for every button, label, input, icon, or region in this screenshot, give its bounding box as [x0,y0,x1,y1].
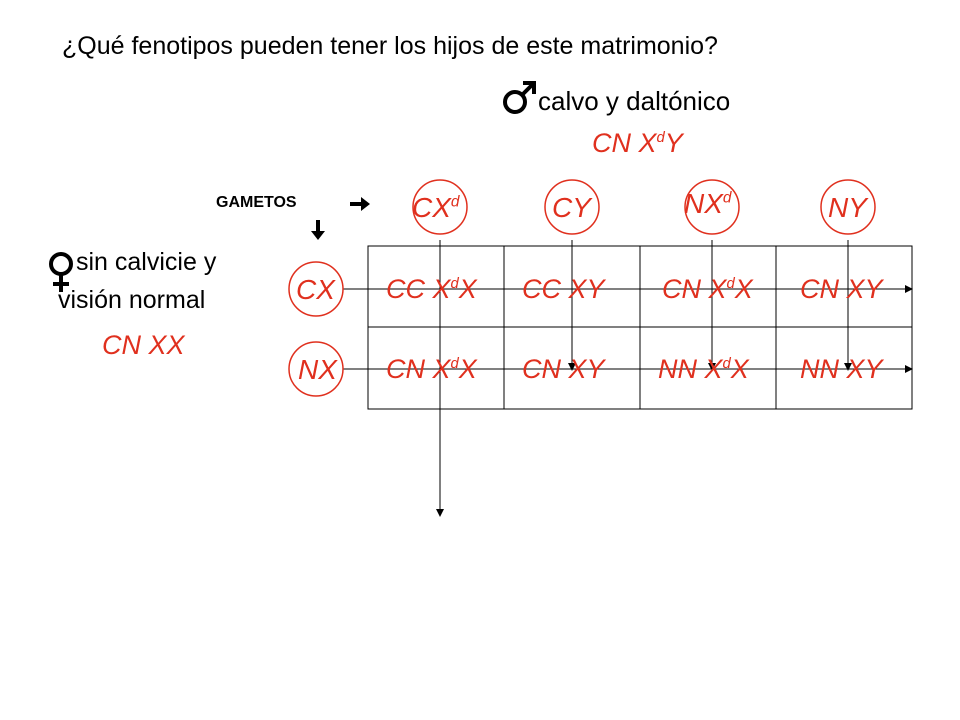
grid-cell-r1-c1: CC XdX [386,274,477,305]
male-gamete-1: CXd [412,192,459,224]
male-symbol-icon [503,81,536,114]
cell-post: X [458,274,477,304]
male-gamete-circle-4 [820,179,876,235]
grid-cell-r2-c1: CN XdX [386,354,477,385]
male-label: calvo y daltónico [538,86,731,116]
male-genotype: CN XdY [592,128,683,159]
male-gamete-3: NXd [684,188,731,220]
cell-post: X [734,274,753,304]
gametos-label: GAMETOS [216,194,297,211]
grid-cell-r2-c3: NN XdX [658,354,749,385]
female-label-line2: visión normal [58,286,206,314]
female-gamete-1: CX [296,274,335,305]
male-gamete-3-base: NX [684,188,723,219]
female-gamete-circle-2 [288,341,344,397]
cell-sup: d [450,356,459,372]
page-title: ¿Qué fenotipos pueden tener los hijos de… [62,32,718,60]
male-gamete-circle-1 [412,179,468,235]
male-gamete-4-base: NY [828,192,867,223]
cell-pre: NN XY [800,354,883,384]
cell-pre: CN X [662,274,727,304]
male-genotype-sup: d [656,130,665,146]
cell-sup: d [450,276,459,292]
male-gamete-4: NY [828,192,867,224]
arrow-down-icon [311,220,325,240]
female-symbol-icon [49,252,73,292]
grid-cell-r1-c3: CN XdX [662,274,753,305]
cell-pre: CC XY [522,274,605,304]
cell-sup: d [722,356,731,372]
cell-post: X [730,354,749,384]
male-gamete-2-base: CY [552,192,591,223]
male-gamete-circle-3 [684,179,740,235]
grid-cell-r2-c4: NN XY [800,354,883,385]
cell-pre: CN XY [522,354,605,384]
grid-cell-r2-c2: CN XY [522,354,605,385]
cell-pre: CN XY [800,274,883,304]
male-gamete-1-sup: d [450,193,460,211]
female-genotype: CN XX [102,330,185,360]
arrow-right-icon [350,197,370,211]
male-gamete-1-base: CX [412,192,451,223]
grid-cell-r1-c2: CC XY [522,274,605,305]
female-label-line1: sin calvicie y [76,248,217,276]
cell-sup: d [726,276,735,292]
male-genotype-base: CN X [592,128,657,158]
cell-pre: CC X [386,274,451,304]
female-gamete-2: NX [298,354,337,385]
male-gamete-3-sup: d [722,189,732,207]
cell-pre: NN X [658,354,723,384]
cell-post: X [458,354,477,384]
female-gamete-circle-1 [288,261,344,317]
male-gamete-circle-2 [544,179,600,235]
male-genotype-tail: Y [664,128,683,158]
cell-pre: CN X [386,354,451,384]
male-gamete-2: CY [552,192,591,224]
grid-cell-r1-c4: CN XY [800,274,883,305]
